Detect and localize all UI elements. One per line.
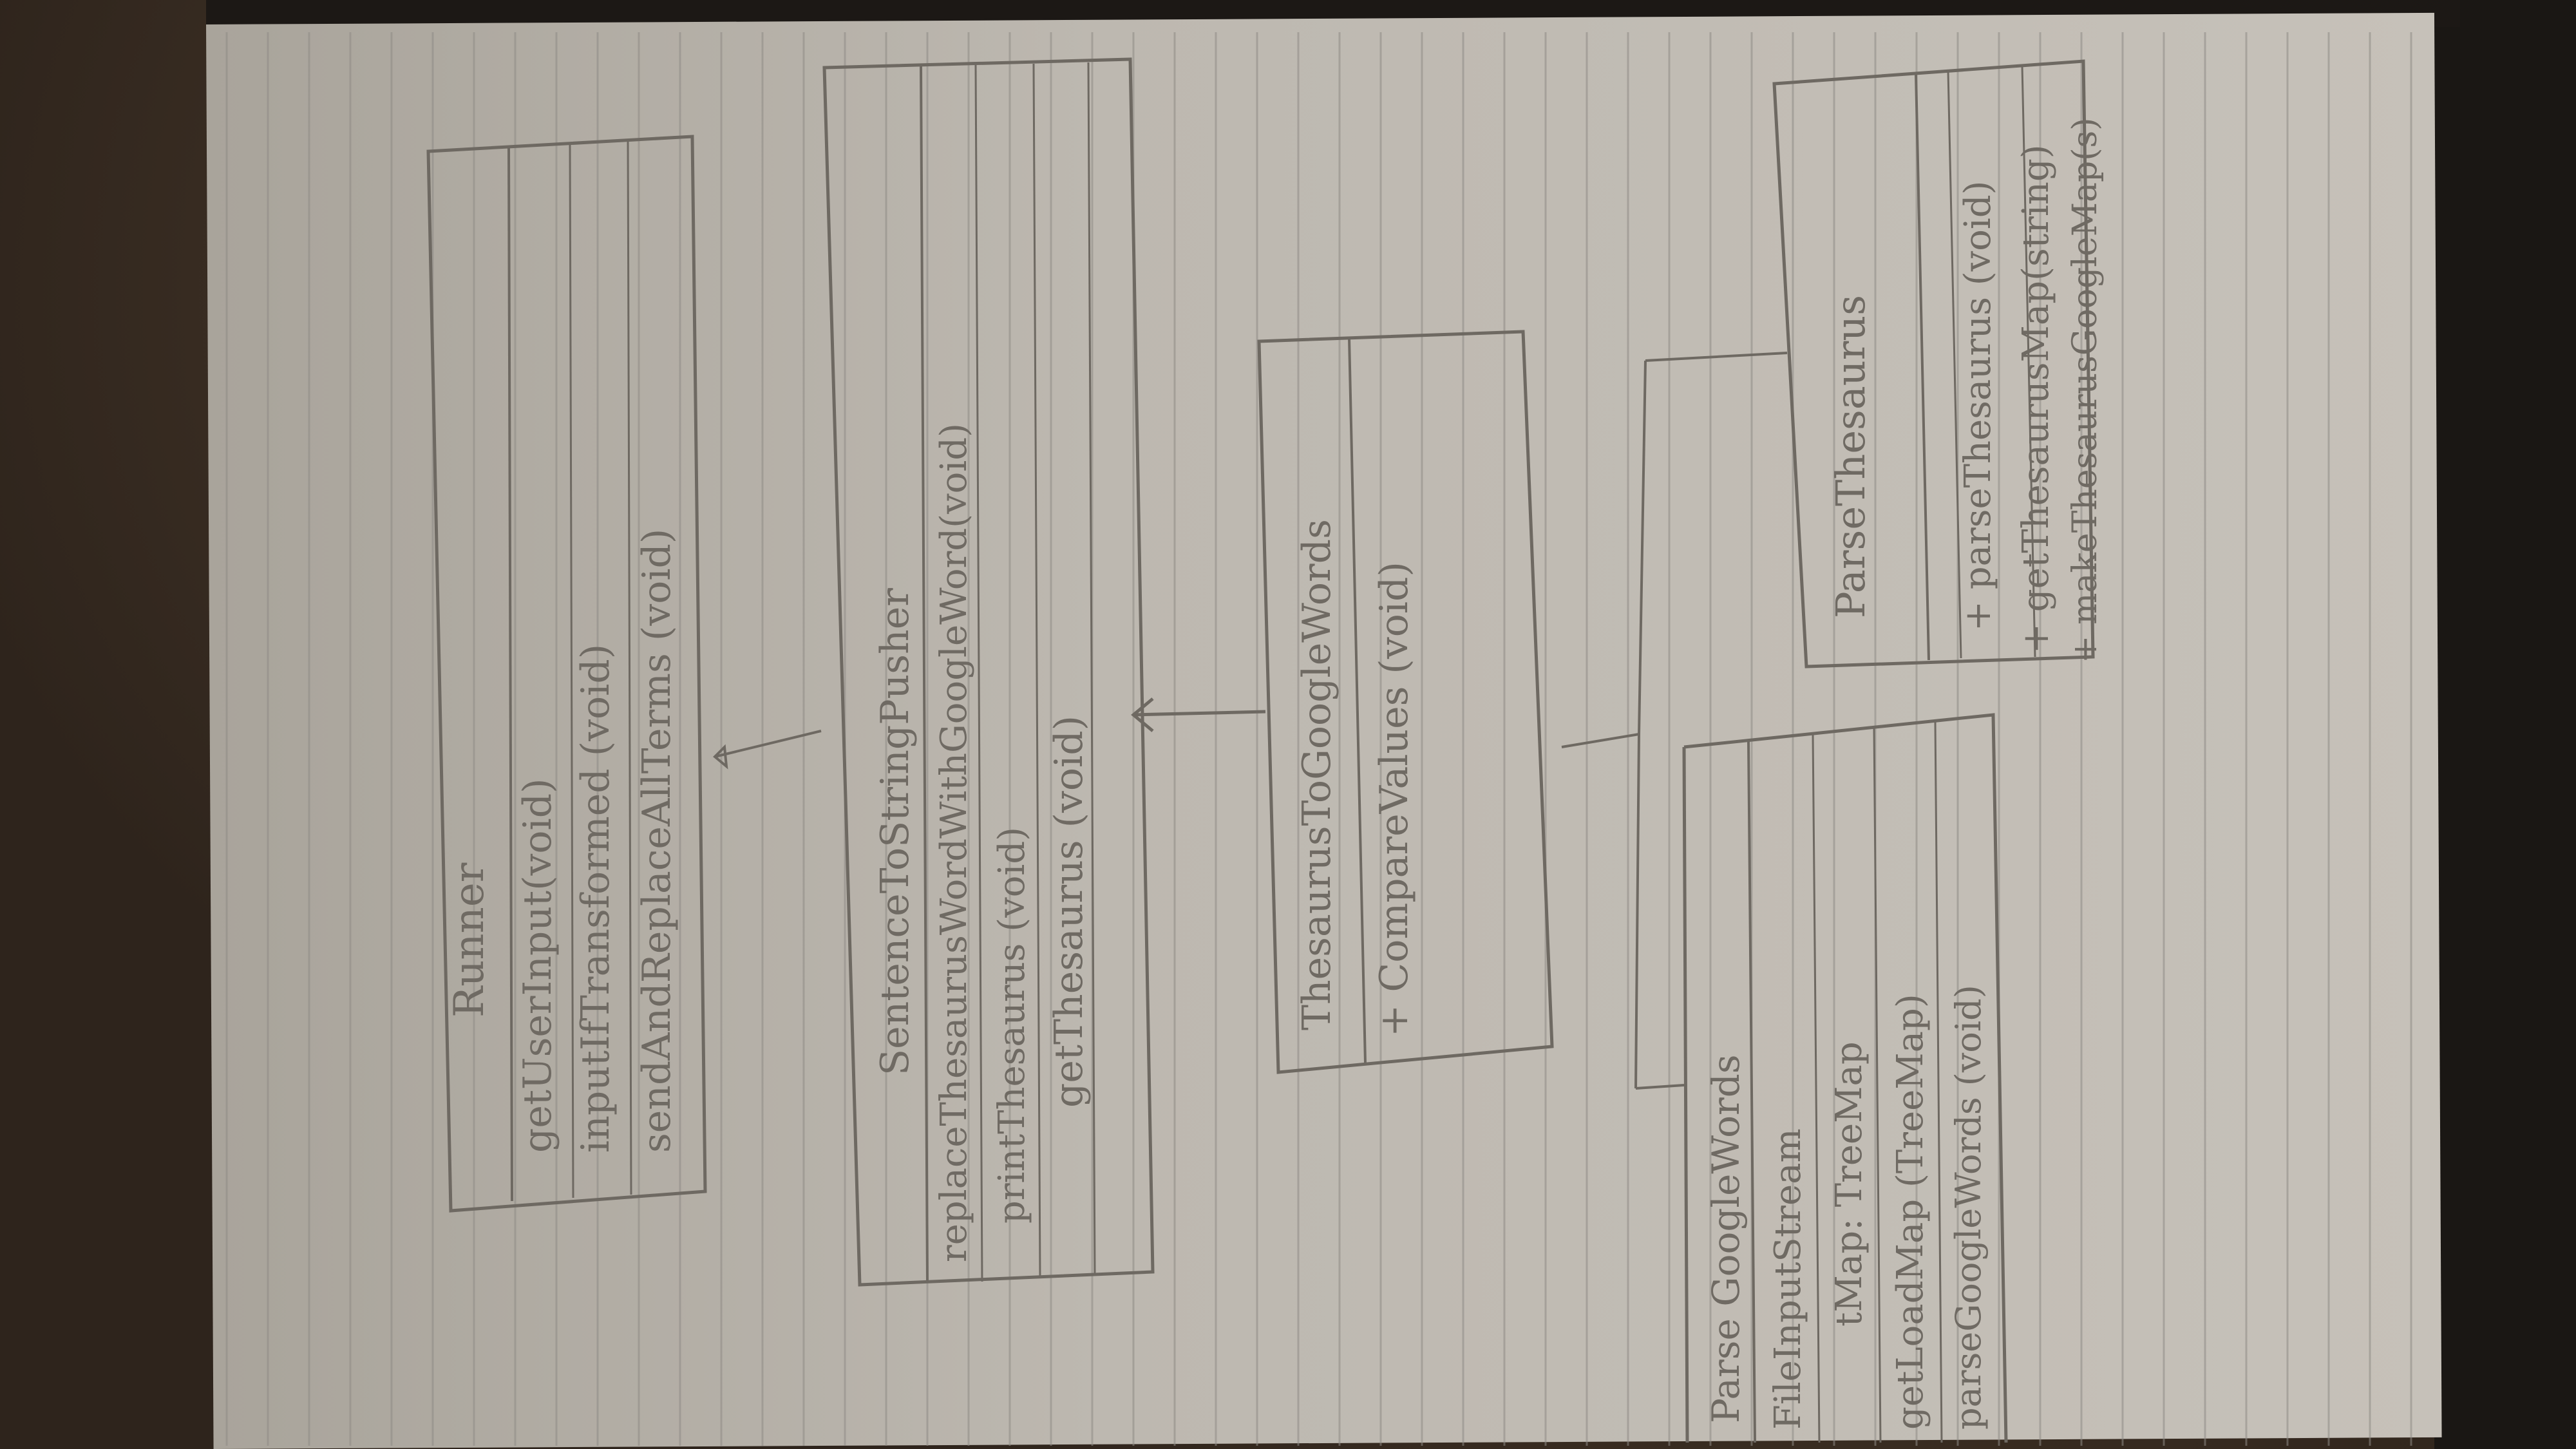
class-box-sentence-to-string: SentenceToStringPusher replaceThesaurusW… [822, 57, 1155, 1287]
class-member: sendAndReplaceAllTerms (void) [634, 529, 679, 1153]
connector-thesaurus-sentence [1131, 697, 1266, 732]
class-member: + parseThesaurus (void) [1957, 180, 1999, 631]
class-member: printThesaurus (void) [991, 827, 1033, 1224]
class-name: Runner [446, 862, 493, 1018]
class-name: ParseThesaurus [1827, 295, 1874, 618]
class-member: + getThesaurusMap(string) [2015, 144, 2057, 654]
class-name: ThesaurusToGoogleWords [1294, 519, 1340, 1030]
connector-parse-classes [1561, 352, 1788, 1090]
class-box-parse-google-words: Parse GoogleWords FileInputStream tMap: … [1682, 713, 2008, 1443]
class-box-thesaurus-to-google: ThesaurusToGoogleWords + CompareValues (… [1257, 330, 1554, 1074]
class-member: tMap: TreeMap [1828, 1041, 1870, 1327]
class-box-parse-thesaurus: ParseThesaurus + parseThesaurus (void) +… [1772, 59, 2105, 668]
class-box-runner: Runner getUserInput(void) inputIfTransfo… [426, 135, 707, 1213]
class-member: getThesaurus (void) [1046, 715, 1092, 1108]
class-member: inputIfTransformed (void) [573, 644, 618, 1153]
paper-ruled-lines [219, 32, 2428, 1446]
class-member: parseGoogleWords (void) [1948, 985, 1989, 1430]
connector-runner-sentence [713, 730, 822, 770]
class-member: getUserInput(void) [515, 778, 560, 1153]
dark-edge-right [2434, 0, 2576, 1449]
class-member: FileInputStream [1767, 1128, 1809, 1430]
class-name: Parse GoogleWords [1704, 1054, 1748, 1423]
class-member: getLoadMap (TreeMap) [1889, 994, 1931, 1430]
class-member: + CompareValues (void) [1372, 562, 1417, 1037]
class-member: replaceThesaurusWordWithGoogleWord(void) [933, 423, 975, 1262]
class-name: SentenceToStringPusher [873, 588, 918, 1075]
class-member: + makeThesaurusGoogleMap(s) [2066, 118, 2105, 664]
